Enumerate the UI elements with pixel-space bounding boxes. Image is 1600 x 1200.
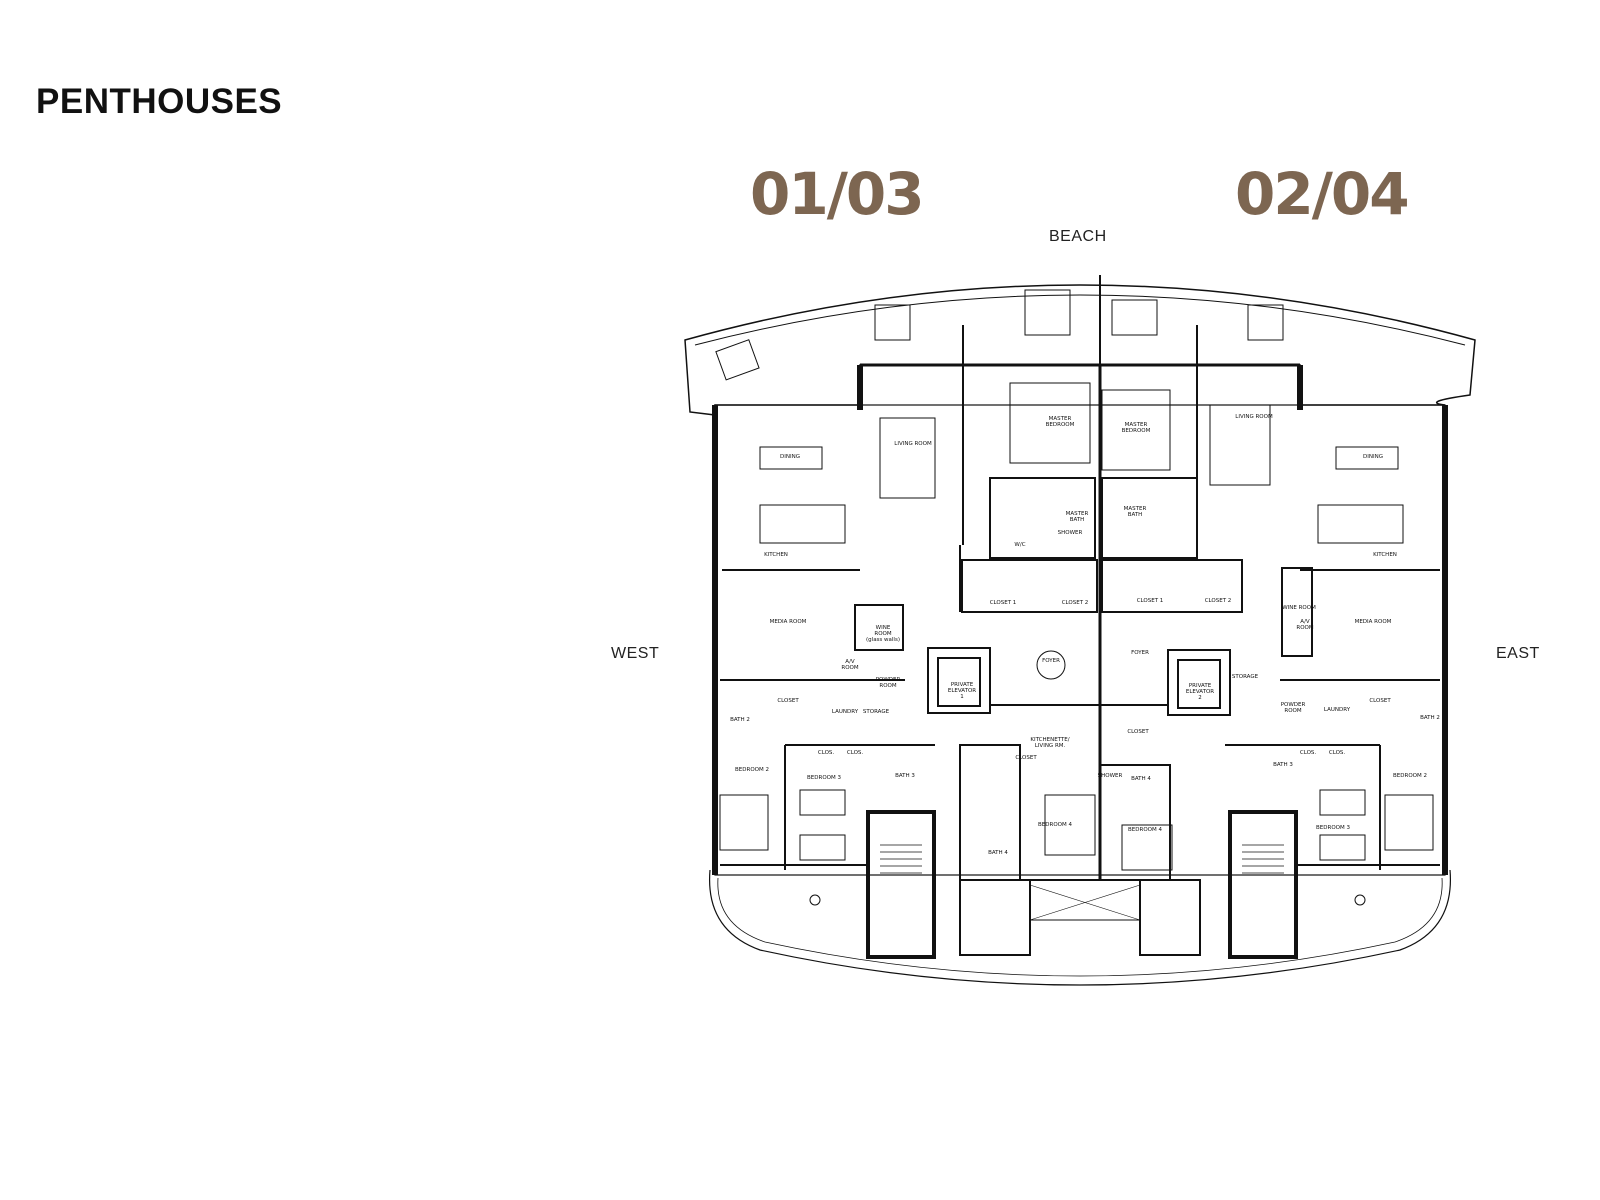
room-label: MASTER BEDROOM — [1045, 415, 1075, 428]
room-label: WINE ROOM (glass walls) — [866, 624, 900, 644]
room-label: KITCHEN — [1373, 551, 1397, 558]
room-label: PRIVATE ELEVATOR 2 — [1185, 682, 1215, 702]
left-unit-walls — [720, 325, 1100, 959]
room-label: DINING — [1363, 453, 1383, 460]
room-label: KITCHEN — [764, 551, 788, 558]
room-label: BATH 4 — [1131, 775, 1151, 782]
room-label: CLOSET 2 — [1061, 599, 1089, 606]
room-label: CLOSET — [1015, 754, 1037, 761]
room-label: PRIVATE ELEVATOR 1 — [947, 681, 977, 701]
room-label: STORAGE — [1231, 673, 1259, 680]
room-label: MASTER BEDROOM — [1121, 421, 1151, 434]
room-label: BEDROOM 3 — [1316, 824, 1350, 831]
room-label: MEDIA ROOM — [1354, 618, 1392, 625]
room-label: POWDER ROOM — [1280, 701, 1306, 714]
stairs — [880, 844, 1284, 874]
room-label: A/V ROOM — [1296, 618, 1314, 631]
room-label: BATH 2 — [730, 716, 750, 723]
right-unit-walls — [1099, 325, 1440, 959]
room-label: CLOS. — [846, 749, 864, 756]
room-label: SHOWER — [1057, 529, 1083, 536]
room-label: CLOSET 1 — [1136, 597, 1164, 604]
room-label: LIVING ROOM — [1235, 413, 1273, 420]
room-label: BATH 3 — [1273, 761, 1293, 768]
room-label: BEDROOM 2 — [735, 766, 769, 773]
room-label: WINE ROOM — [1282, 604, 1316, 611]
room-label: POWDER ROOM — [875, 676, 901, 689]
unit-label-right: 02/04 — [1235, 160, 1410, 228]
room-label: LAUNDRY — [1323, 706, 1351, 713]
room-label: W/C — [1014, 541, 1026, 548]
orientation-east: EAST — [1496, 645, 1540, 662]
room-label: CLOSET 1 — [989, 599, 1017, 606]
furniture — [715, 289, 1434, 906]
unit-label-left: 01/03 — [750, 160, 925, 228]
north-terrace — [684, 284, 1476, 416]
room-label: CLOSET — [1369, 697, 1391, 704]
orientation-beach: BEACH — [1049, 228, 1107, 245]
room-label: BEDROOM 4 — [1128, 826, 1162, 833]
room-label: DINING — [780, 453, 800, 460]
room-label: BEDROOM 3 — [807, 774, 841, 781]
room-label: FOYER — [1042, 657, 1060, 664]
room-label: KITCHENETTE/ LIVING RM. — [1030, 736, 1070, 749]
room-label: CLOS. — [1299, 749, 1317, 756]
room-label: BEDROOM 4 — [1038, 821, 1072, 828]
room-label: MASTER BATH — [1123, 505, 1147, 518]
room-label: BATH 3 — [895, 772, 915, 779]
room-label: CLOS. — [817, 749, 835, 756]
room-label: SHOWER — [1097, 772, 1123, 779]
room-label: LIVING ROOM — [894, 440, 932, 447]
orientation-west: WEST — [611, 645, 660, 662]
room-label: BATH 4 — [988, 849, 1008, 856]
room-label: BEDROOM 2 — [1393, 772, 1427, 779]
building-outline — [714, 404, 1446, 876]
room-label: CLOSET — [1127, 728, 1149, 735]
room-label: STORAGE — [862, 708, 890, 715]
page-title: PENTHOUSES — [36, 82, 283, 121]
room-label: FOYER — [1131, 649, 1149, 656]
room-label: CLOS. — [1328, 749, 1346, 756]
room-label: BATH 2 — [1420, 714, 1440, 721]
room-label: MASTER BATH — [1065, 510, 1089, 523]
room-label: CLOSET 2 — [1204, 597, 1232, 604]
room-label: A/V ROOM — [841, 658, 859, 671]
room-label: CLOSET — [777, 697, 799, 704]
room-label: MEDIA ROOM — [769, 618, 807, 625]
room-label: LAUNDRY — [831, 708, 859, 715]
south-terrace — [708, 869, 1452, 986]
